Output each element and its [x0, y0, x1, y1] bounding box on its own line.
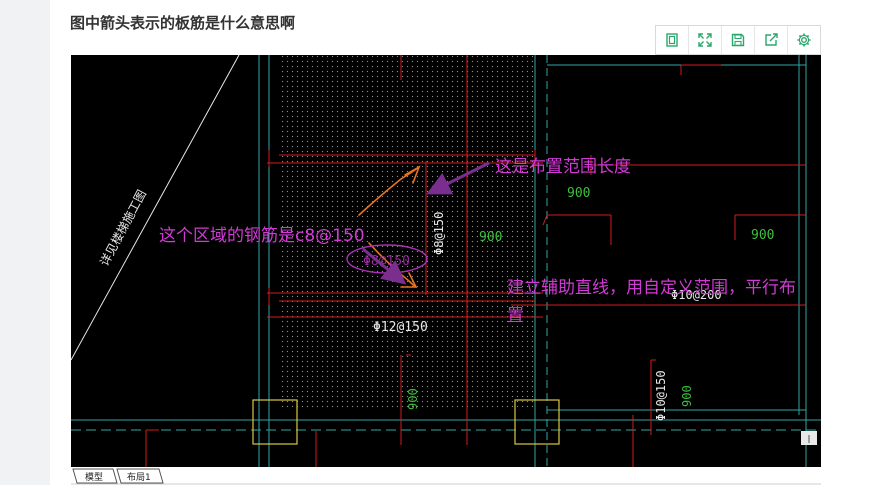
annotation-range-length: 这是布置范围长度 — [495, 157, 631, 177]
annotation-aux-line-2: 置 — [507, 306, 524, 326]
annotation-aux-line-1: 建立辅助直线，用自定义范围，平行布 — [507, 278, 796, 298]
dim-900-a: 900 — [567, 186, 590, 201]
dim-900-b: 900 — [479, 230, 502, 245]
purple-arrow-range — [426, 161, 490, 195]
settings-button[interactable] — [788, 26, 820, 54]
rebar-10-200-label: Φ10@200 — [671, 288, 722, 302]
orange-sketch-arrows — [358, 165, 421, 288]
share-button[interactable] — [755, 26, 788, 54]
layout-tabs-strip — [71, 467, 821, 485]
hatched-slab-region — [279, 55, 535, 410]
question-title: 图中箭头表示的板筋是什么意思啊 — [70, 14, 296, 32]
svg-text:布局1: 布局1 — [127, 471, 151, 483]
page-fit-icon — [666, 33, 678, 47]
column-right — [514, 399, 560, 445]
cad-cyan-lines — [71, 55, 821, 485]
layout-tab-model[interactable]: 模型 — [72, 468, 118, 484]
dim-900-v2: 900 — [680, 385, 694, 407]
svg-text:模型: 模型 — [85, 472, 103, 483]
diagonal-stair-line — [71, 55, 240, 361]
gear-icon — [797, 33, 811, 47]
fullscreen-button[interactable] — [689, 26, 722, 54]
image-toolbar — [655, 25, 821, 55]
column-left — [252, 399, 298, 445]
cad-red-lines — [145, 55, 806, 485]
save-icon — [731, 33, 745, 47]
fit-page-button[interactable] — [656, 26, 689, 54]
annotation-region-rebar: 这个区域的钢筋是c8@150 — [159, 226, 365, 246]
rebar-10-150-label: Φ10@150 — [654, 370, 668, 421]
cad-drawing-image: 详见楼梯施工图 — [71, 55, 821, 485]
dim-900-v1: 900 — [406, 388, 420, 410]
left-gutter — [0, 0, 50, 485]
rebar-vert-label: Φ8@150 — [432, 212, 446, 255]
dim-900-c: 900 — [751, 228, 774, 243]
layout-tab-layout1[interactable]: 布局1 — [116, 468, 164, 484]
purple-arrow-region — [362, 247, 407, 285]
share-icon — [765, 33, 778, 46]
expand-icon — [698, 33, 712, 47]
rebar-12-150-label: Φ12@150 — [373, 320, 428, 335]
save-button[interactable] — [722, 26, 755, 54]
